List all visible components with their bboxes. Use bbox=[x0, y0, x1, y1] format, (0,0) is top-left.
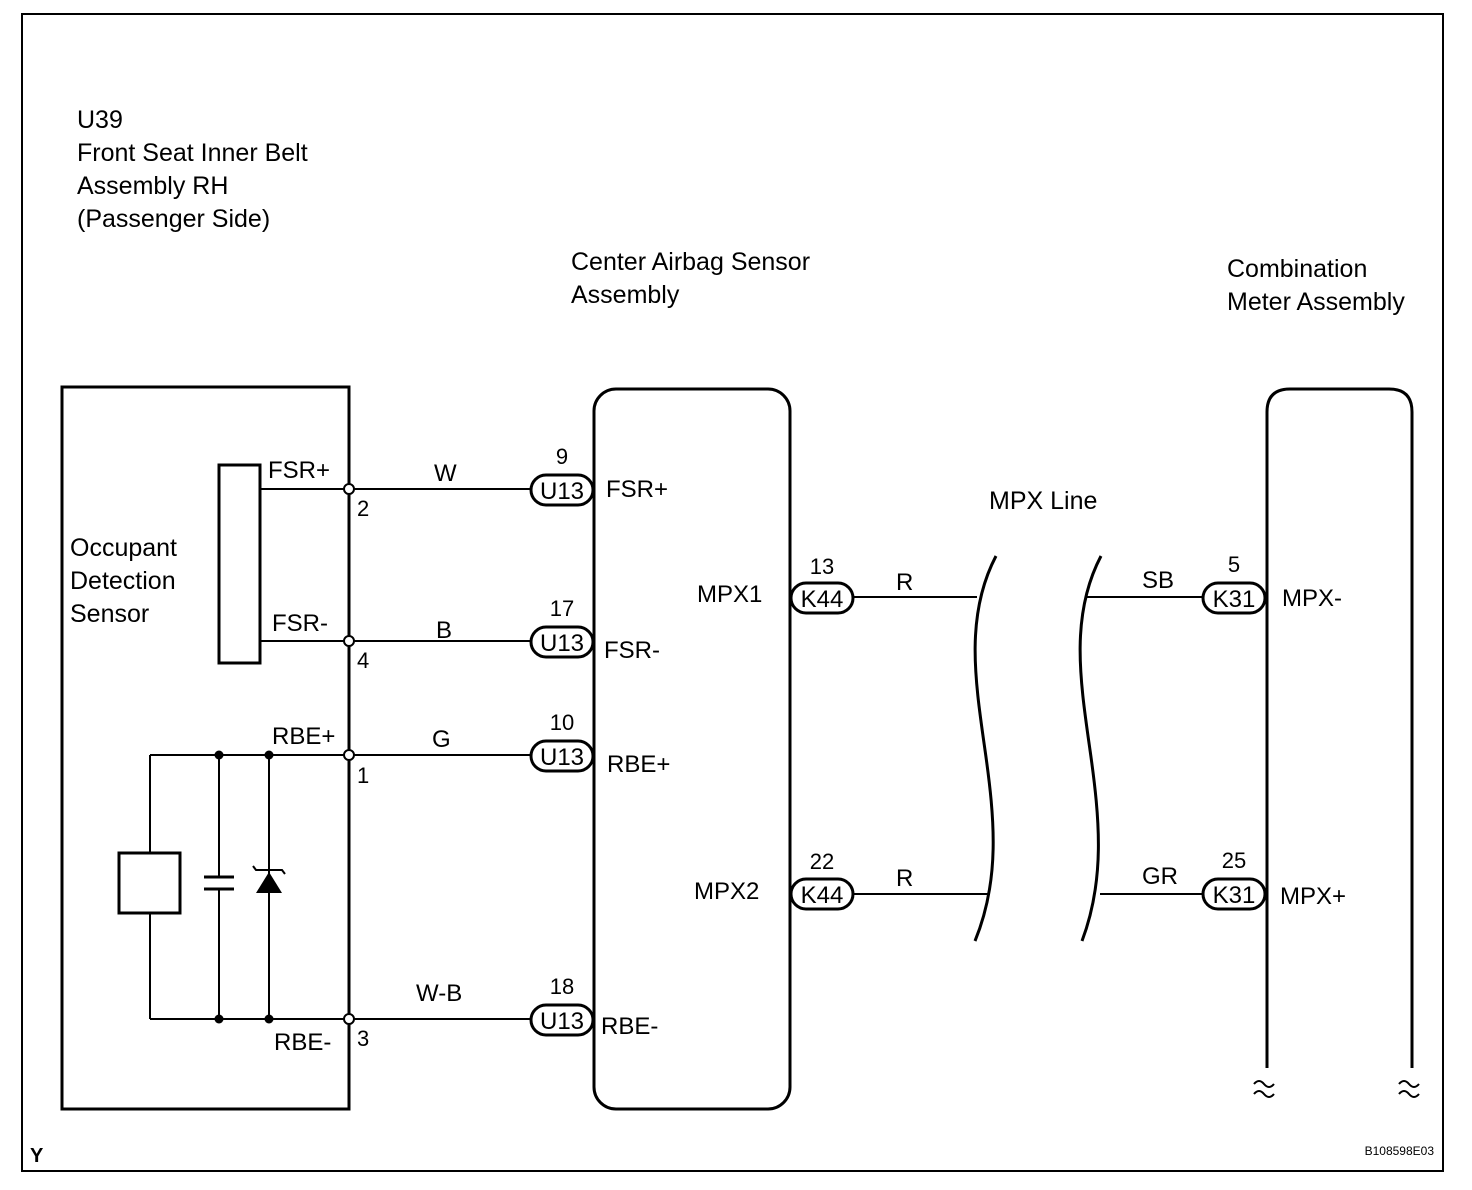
center-airbag-name-line1: Center Airbag Sensor bbox=[571, 248, 810, 276]
connector-k31-pin25: 25 K31 bbox=[1201, 848, 1267, 911]
center-airbag-box bbox=[592, 387, 792, 1111]
figure-code: B108598E03 bbox=[1365, 1144, 1435, 1158]
wire-color-label: B bbox=[436, 617, 452, 644]
terminal-rbe-plus-pin: 1 bbox=[357, 763, 369, 788]
center-airbag-title: Center Airbag Sensor Assembly bbox=[571, 248, 810, 309]
junction-dot bbox=[214, 1014, 224, 1024]
combination-meter-name-line2: Meter Assembly bbox=[1227, 288, 1405, 316]
connector-pin-number: 17 bbox=[550, 596, 574, 621]
terminal-fsr-minus-label: FSR- bbox=[272, 610, 328, 637]
wire-color-label: W-B bbox=[416, 980, 462, 1007]
wire-color-label: GR bbox=[1142, 863, 1178, 890]
terminal-rbe-minus-open-circle bbox=[343, 1013, 355, 1025]
connector-code: U13 bbox=[540, 478, 584, 505]
ecu-terminal-fsr-minus: FSR- bbox=[604, 637, 660, 664]
combination-meter-title: Combination Meter Assembly bbox=[1227, 255, 1405, 316]
u39-component-box bbox=[60, 385, 351, 1111]
fsr-sensor-element bbox=[217, 463, 262, 665]
u39-name-line1: Front Seat Inner Belt bbox=[77, 139, 308, 167]
diagram-frame bbox=[21, 13, 1444, 1172]
terminal-fsr-plus-label: FSR+ bbox=[268, 457, 330, 484]
connector-k44-pin13: 13 K44 bbox=[789, 554, 855, 615]
connector-code: K31 bbox=[1213, 586, 1256, 613]
meter-terminal-mpx-plus: MPX+ bbox=[1280, 883, 1346, 910]
terminal-rbe-plus-label: RBE+ bbox=[272, 723, 335, 750]
connector-pin-number: 10 bbox=[550, 710, 574, 735]
zener-diode-bar bbox=[252, 865, 286, 875]
continuation-break-mark-left bbox=[1253, 1080, 1275, 1098]
combination-meter-name-line1: Combination bbox=[1227, 255, 1367, 283]
mpx-line-break-curve-left bbox=[973, 555, 998, 942]
wire-color-label: W bbox=[434, 460, 457, 487]
meter-terminal-mpx-minus: MPX- bbox=[1282, 585, 1342, 612]
connector-u13-pin9: 9 U13 bbox=[529, 444, 595, 507]
wire-color-label: R bbox=[896, 569, 913, 596]
u39-title: U39 Front Seat Inner Belt Assembly RH (P… bbox=[77, 106, 308, 233]
wire-color-label: SB bbox=[1142, 567, 1174, 594]
junction-dot bbox=[264, 750, 274, 760]
connector-u13-pin18: 18 U13 bbox=[529, 974, 595, 1037]
wire-color-label: R bbox=[896, 865, 913, 892]
connector-u13-pin10: 10 U13 bbox=[529, 710, 595, 773]
ecu-terminal-mpx2: MPX2 bbox=[694, 878, 759, 905]
connector-code: K44 bbox=[801, 882, 844, 909]
connector-k31-pin5: 5 K31 bbox=[1201, 552, 1267, 615]
terminal-fsr-plus-pin: 2 bbox=[357, 496, 369, 521]
connector-pin-number: 13 bbox=[810, 554, 834, 579]
connector-k44-pin22: 22 K44 bbox=[789, 849, 855, 911]
connector-pin-number: 22 bbox=[810, 849, 834, 874]
connector-pin-number: 9 bbox=[556, 444, 568, 469]
junction-dot bbox=[214, 750, 224, 760]
ecu-terminal-rbe-minus: RBE- bbox=[601, 1013, 658, 1040]
combination-meter-box bbox=[1265, 387, 1414, 1068]
connector-code: U13 bbox=[540, 744, 584, 771]
terminal-rbe-plus-open-circle bbox=[343, 749, 355, 761]
zener-diode-triangle bbox=[256, 872, 282, 893]
wire-color-label: G bbox=[432, 726, 451, 753]
u39-name-line3: (Passenger Side) bbox=[77, 205, 270, 233]
connector-pin-number: 5 bbox=[1228, 552, 1240, 577]
frame-letter: Y bbox=[30, 1145, 44, 1167]
ecu-terminal-mpx1: MPX1 bbox=[697, 581, 762, 608]
u39-name-line2: Assembly RH bbox=[77, 172, 228, 200]
rbe-switch-element bbox=[117, 851, 182, 915]
connector-code: U13 bbox=[540, 1008, 584, 1035]
center-airbag-name-line2: Assembly bbox=[571, 281, 680, 309]
sensor-label-line1: Occupant bbox=[70, 534, 177, 562]
connector-code: K31 bbox=[1213, 882, 1256, 909]
connector-code: K44 bbox=[801, 586, 844, 613]
terminal-rbe-minus-pin: 3 bbox=[357, 1026, 369, 1051]
sensor-label-line3: Sensor bbox=[70, 600, 149, 628]
connector-u13-pin17: 17 U13 bbox=[529, 596, 595, 659]
terminal-fsr-plus-open-circle bbox=[343, 483, 355, 495]
terminal-fsr-minus-pin: 4 bbox=[357, 648, 369, 673]
u39-id: U39 bbox=[77, 106, 123, 134]
connector-pin-number: 25 bbox=[1222, 848, 1246, 873]
rbe-internal-circuit bbox=[117, 750, 344, 1024]
connector-code: U13 bbox=[540, 630, 584, 657]
mpx-line-label: MPX Line bbox=[989, 487, 1097, 515]
continuation-break-mark-right bbox=[1398, 1080, 1420, 1098]
terminal-rbe-minus-label: RBE- bbox=[274, 1029, 331, 1056]
ecu-terminal-rbe-plus: RBE+ bbox=[607, 751, 670, 778]
terminal-fsr-minus-open-circle bbox=[343, 635, 355, 647]
sensor-label-line2: Detection bbox=[70, 567, 176, 595]
occupant-sensor-label: Occupant Detection Sensor bbox=[70, 534, 177, 628]
junction-dot bbox=[264, 1014, 274, 1024]
connector-pin-number: 18 bbox=[550, 974, 574, 999]
ecu-terminal-fsr-plus: FSR+ bbox=[606, 476, 668, 503]
mpx-line-break-curve-right bbox=[1078, 555, 1103, 942]
